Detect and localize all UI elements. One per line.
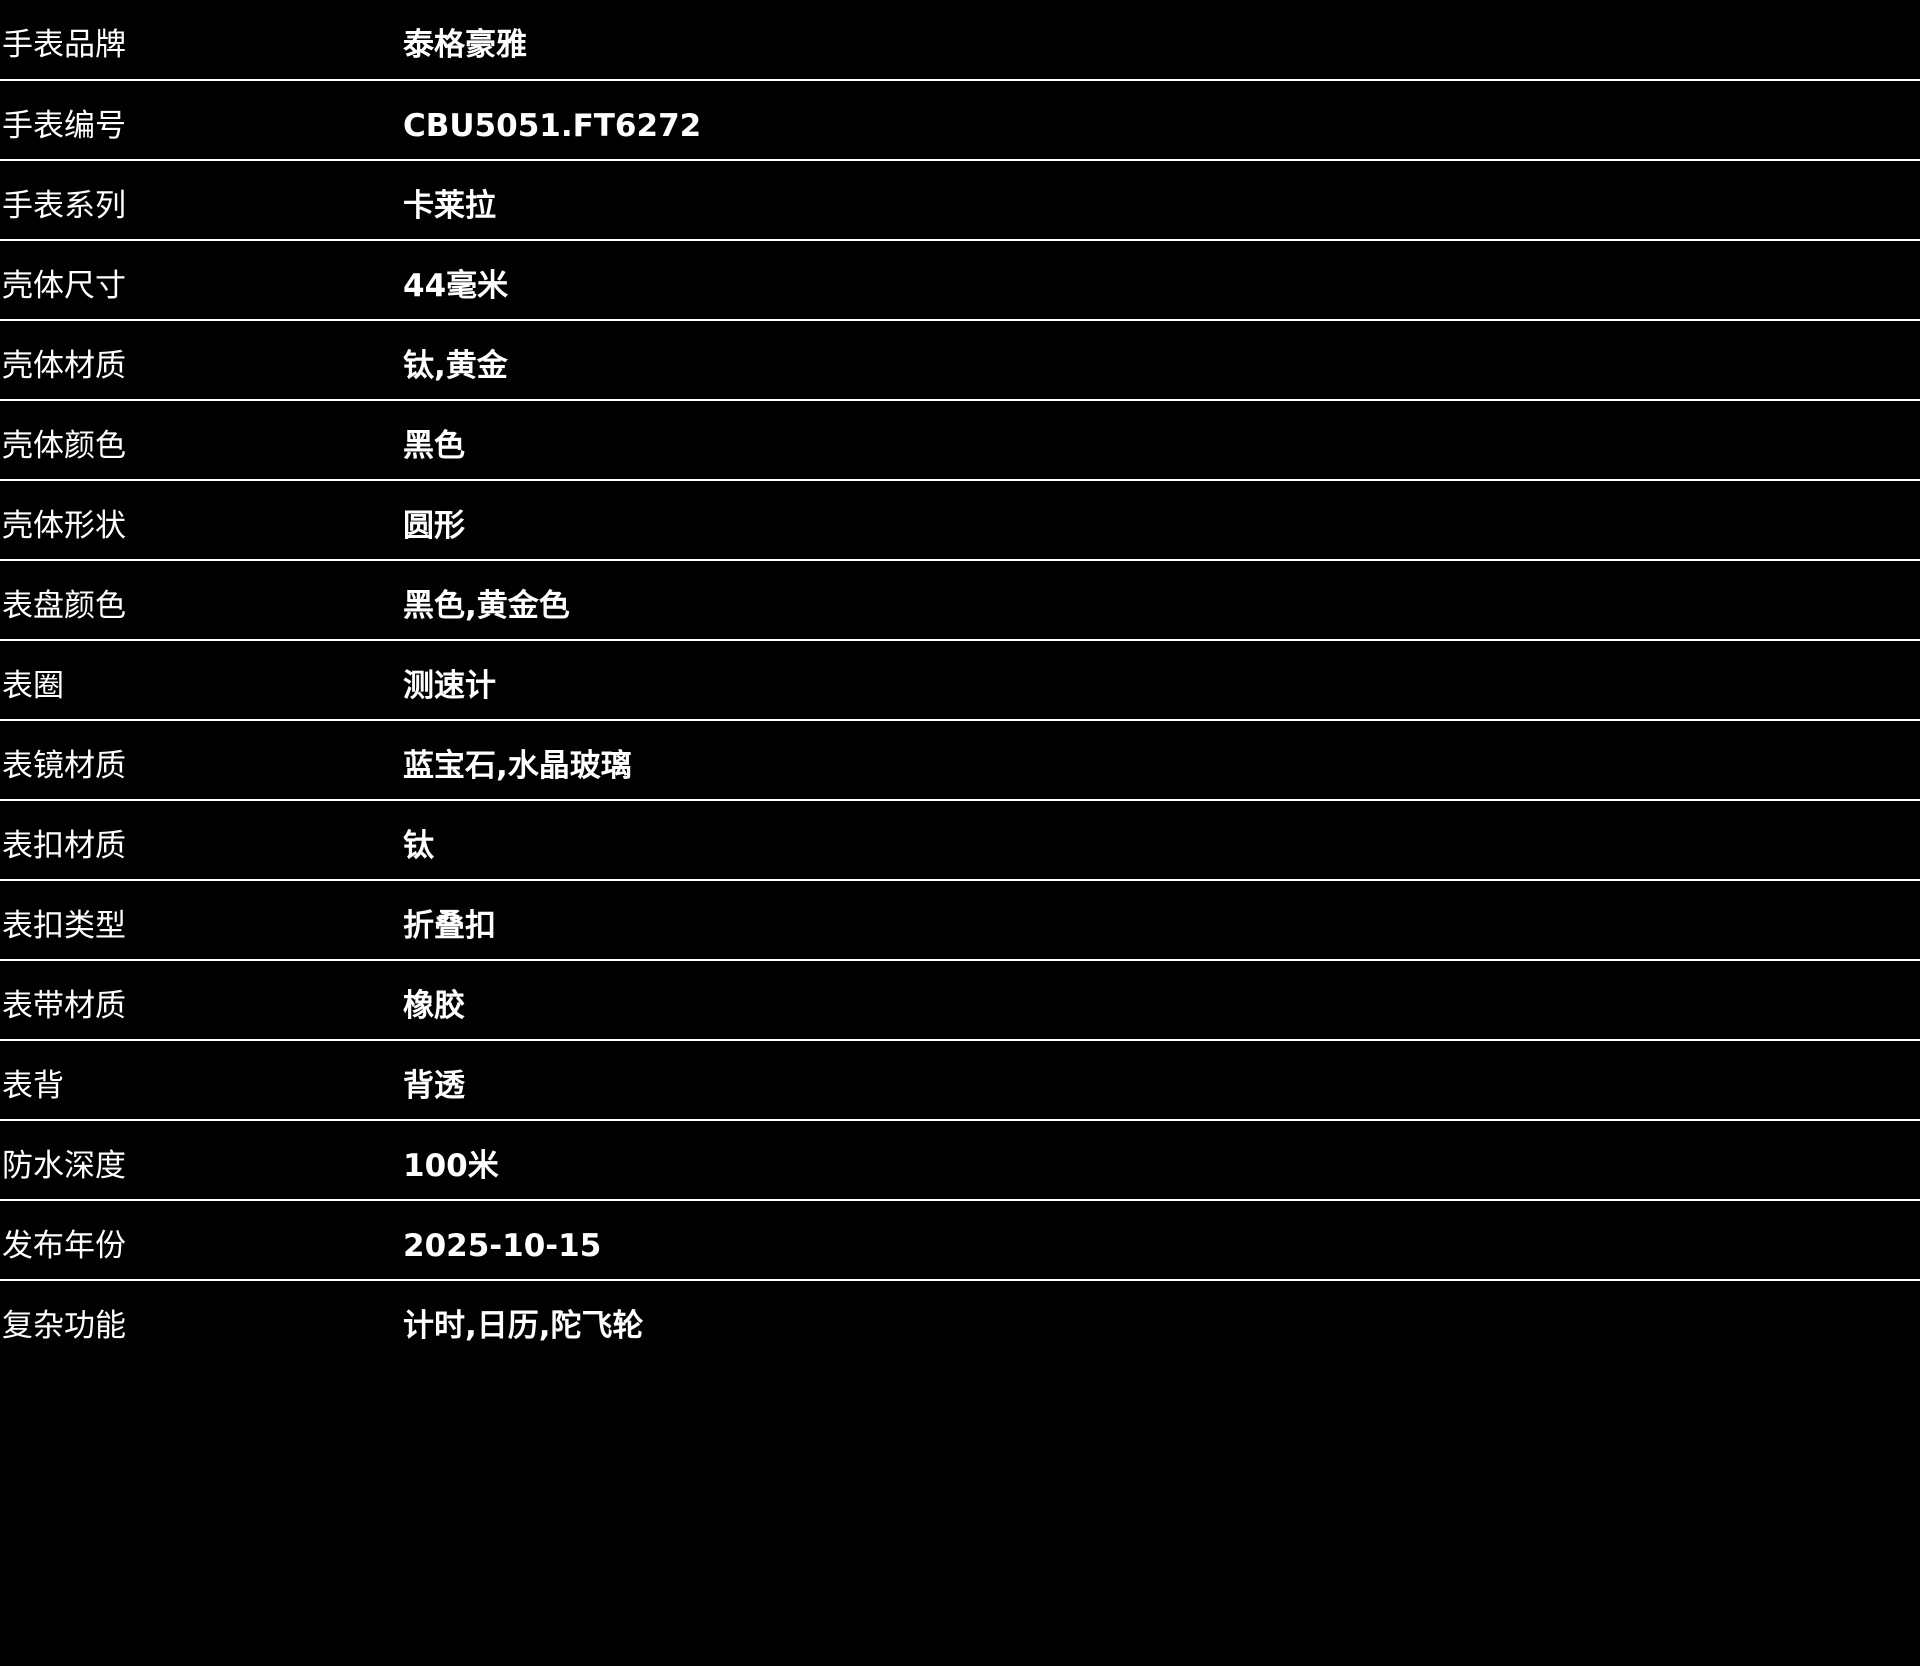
spec-value-text: 橡胶 [403,987,465,1024]
spec-label-cell: 壳体材质 [0,320,403,401]
spec-value-text: 泰格豪雅 [403,27,527,64]
spec-label-text: 表背 [2,1067,64,1104]
spec-value-text: CBU5051.FT6272 [403,107,702,144]
spec-label-cell: 表镜材质 [0,720,403,801]
spec-label-cell: 发布年份 [0,1200,403,1281]
spec-value-text: 钛 [403,827,434,864]
spec-value-cell: 黑色 [403,400,1920,481]
spec-label-cell: 手表品牌 [0,0,403,81]
spec-value-cell: 2025-10-15 [403,1200,1920,1281]
spec-label-cell: 手表系列 [0,160,403,241]
table-row: 表扣材质 钛 [0,800,1920,881]
spec-label-text: 壳体尺寸 [2,267,126,304]
spec-value-cell: 100米 [403,1120,1920,1201]
spec-value-cell: 蓝宝石,水晶玻璃 [403,720,1920,801]
spec-value-text: 折叠扣 [403,907,496,944]
spec-value-text: 钛,黄金 [403,347,508,384]
table-row: 手表编号 CBU5051.FT6272 [0,80,1920,161]
spec-value-cell: 钛 [403,800,1920,881]
spec-label-text: 表圈 [2,667,64,704]
table-row: 壳体颜色 黑色 [0,400,1920,481]
spec-label-text: 复杂功能 [2,1308,126,1345]
spec-label-cell: 壳体颜色 [0,400,403,481]
table-row: 壳体尺寸 44毫米 [0,240,1920,321]
spec-label-cell: 壳体尺寸 [0,240,403,321]
spec-label-text: 壳体形状 [2,507,126,544]
spec-value-text: 44毫米 [403,267,509,304]
table-row: 表背 背透 [0,1040,1920,1121]
spec-label-text: 表带材质 [2,987,126,1024]
table-row: 表盘颜色 黑色,黄金色 [0,560,1920,641]
spec-label-cell: 防水深度 [0,1120,403,1201]
spec-label-text: 表扣材质 [2,827,126,864]
spec-label-text: 表扣类型 [2,907,126,944]
spec-label-text: 手表系列 [2,187,126,224]
spec-label-cell: 表带材质 [0,960,403,1041]
spec-value-cell: 44毫米 [403,240,1920,321]
table-row: 手表品牌 泰格豪雅 [0,0,1920,81]
table-row: 壳体形状 圆形 [0,480,1920,561]
spec-value-text: 背透 [403,1067,465,1104]
spec-value-cell: 橡胶 [403,960,1920,1041]
table-row: 复杂功能 计时,日历,陀飞轮 [0,1280,1920,1360]
spec-label-text: 防水深度 [2,1147,126,1184]
spec-label-cell: 壳体形状 [0,480,403,561]
spec-value-text: 计时,日历,陀飞轮 [403,1308,644,1345]
spec-value-cell: 泰格豪雅 [403,0,1920,81]
spec-value-text: 黑色 [403,427,465,464]
table-row: 表镜材质 蓝宝石,水晶玻璃 [0,720,1920,801]
spec-value-cell: 折叠扣 [403,880,1920,961]
spec-value-cell: 圆形 [403,480,1920,561]
spec-value-text: 蓝宝石,水晶玻璃 [403,747,632,784]
spec-value-cell: 背透 [403,1040,1920,1121]
spec-value-cell: CBU5051.FT6272 [403,80,1920,161]
spec-value-text: 黑色,黄金色 [403,587,570,624]
spec-value-text: 圆形 [403,507,465,544]
spec-value-text: 测速计 [403,667,496,704]
spec-value-text: 卡莱拉 [403,187,496,224]
spec-label-cell: 手表编号 [0,80,403,161]
spec-value-cell: 黑色,黄金色 [403,560,1920,641]
spec-value-cell: 钛,黄金 [403,320,1920,401]
spec-value-text: 2025-10-15 [403,1227,602,1264]
watch-spec-table: 手表品牌 泰格豪雅手表编号 CBU5051.FT6272 手表系列 卡莱拉壳体尺寸 44毫… [0,0,1920,1360]
spec-label-cell: 表盘颜色 [0,560,403,641]
table-row: 发布年份 2025-10-15 [0,1200,1920,1281]
table-row: 表圈 测速计 [0,640,1920,721]
spec-label-text: 手表编号 [2,107,126,144]
watch-spec-table-body: 手表品牌 泰格豪雅手表编号 CBU5051.FT6272 手表系列 卡莱拉壳体尺寸 44毫… [0,0,1920,1360]
spec-label-text: 发布年份 [2,1227,126,1264]
table-row: 手表系列 卡莱拉 [0,160,1920,241]
spec-label-text: 表镜材质 [2,747,126,784]
spec-label-text: 表盘颜色 [2,587,126,624]
table-row: 壳体材质 钛,黄金 [0,320,1920,401]
spec-value-cell: 卡莱拉 [403,160,1920,241]
spec-label-cell: 表背 [0,1040,403,1121]
spec-label-cell: 表圈 [0,640,403,721]
spec-label-cell: 表扣类型 [0,880,403,961]
table-row: 表扣类型 折叠扣 [0,880,1920,961]
spec-value-cell: 计时,日历,陀飞轮 [403,1280,1920,1360]
spec-label-cell: 复杂功能 [0,1280,403,1360]
spec-label-cell: 表扣材质 [0,800,403,881]
spec-value-cell: 测速计 [403,640,1920,721]
spec-value-text: 100米 [403,1147,499,1184]
table-row: 防水深度 100米 [0,1120,1920,1201]
table-row: 表带材质 橡胶 [0,960,1920,1041]
spec-label-text: 壳体材质 [2,347,126,384]
spec-label-text: 壳体颜色 [2,427,126,464]
spec-label-text: 手表品牌 [2,27,126,64]
